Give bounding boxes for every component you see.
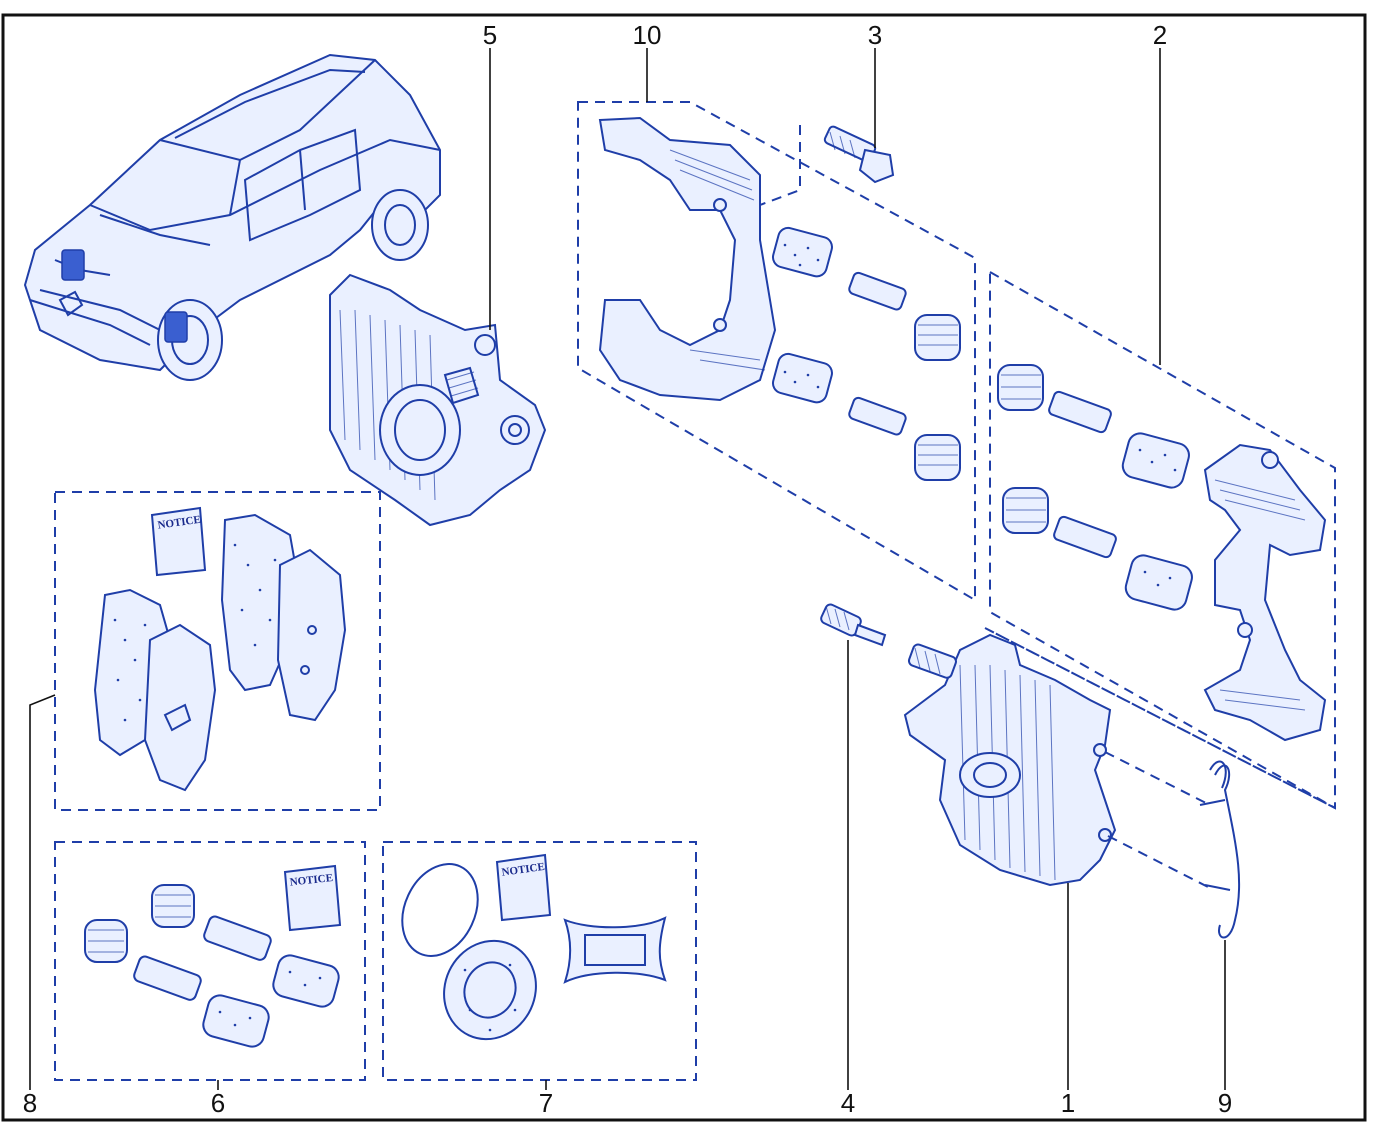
callout-1: 1 <box>1061 1088 1075 1118</box>
guide-pin-set-2-upper <box>997 364 1190 489</box>
callout-5: 5 <box>483 20 497 50</box>
guide-pin-set-10-upper <box>771 226 961 361</box>
caliper-carrier-10 <box>598 116 777 402</box>
callout-3: 3 <box>868 20 882 50</box>
guide-kit-parts-6 <box>84 884 340 1048</box>
notice-booklet-8: NOTICE <box>150 506 207 577</box>
bleed-screw-4 <box>820 603 887 647</box>
callout-leaders <box>29 48 1226 1090</box>
seal-kit-parts-7 <box>401 863 667 1041</box>
notice-booklet-6: NOTICE <box>283 864 342 932</box>
caliper-assembly-5 <box>329 273 547 527</box>
kit-box-1-lines <box>984 627 1336 809</box>
callout-9: 9 <box>1218 1088 1232 1118</box>
notice-label-6: NOTICE <box>289 872 333 888</box>
kit-box-7 <box>382 841 697 1081</box>
notice-booklet-7: NOTICE <box>495 853 552 922</box>
callout-10: 10 <box>633 20 662 50</box>
diagram-frame <box>1 13 1367 1122</box>
notice-label-8: NOTICE <box>157 514 202 532</box>
kit-box-10 <box>577 101 976 602</box>
guide-pin-set-10-lower <box>771 352 961 481</box>
anti-rattle-spring-9 <box>1104 751 1241 939</box>
kit-box-6 <box>54 841 366 1081</box>
caliper-carrier-2 <box>1203 443 1327 742</box>
kit-box-8 <box>54 491 381 811</box>
callout-8: 8 <box>23 1088 37 1118</box>
callout-2: 2 <box>1153 20 1167 50</box>
callout-4: 4 <box>841 1088 855 1118</box>
caliper-body-1 <box>903 633 1117 887</box>
brake-pad-set-8 <box>93 513 347 792</box>
callout-7: 7 <box>539 1088 553 1118</box>
vehicle-illustration <box>23 53 441 381</box>
guide-pin-set-2-lower <box>1002 487 1193 611</box>
callout-6: 6 <box>211 1088 225 1118</box>
mounting-bolt-3 <box>759 125 895 206</box>
callout-numbers: 5 10 3 2 8 6 7 4 1 9 <box>23 20 1232 1118</box>
notice-label-7: NOTICE <box>501 861 546 879</box>
